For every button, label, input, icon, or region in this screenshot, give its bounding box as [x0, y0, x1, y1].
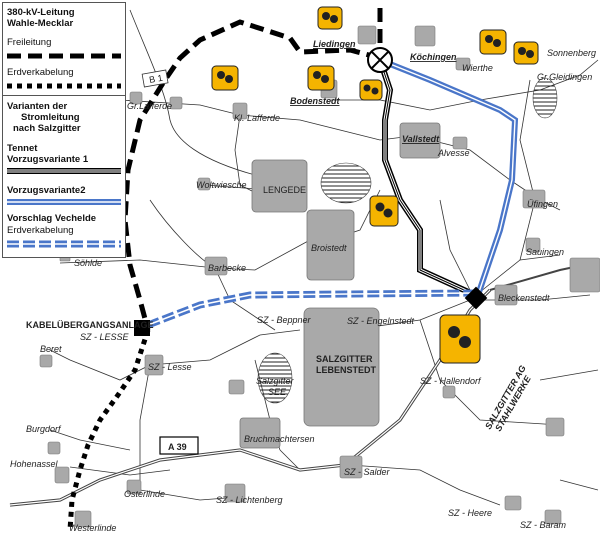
substation-icon: [367, 47, 393, 73]
label-koechingen: Köchingen: [410, 52, 457, 62]
label-woltwiesche: Woltwiesche: [196, 180, 247, 190]
town-vallstedt: [399, 122, 441, 159]
vorzugsvariante1-line: [377, 59, 477, 298]
legend-erdverkabelung: Erdverkabelung: [7, 67, 74, 78]
b1-label: B 1: [148, 73, 163, 85]
legend-title-line2: Wahle-Mecklar: [7, 18, 74, 29]
legend-vorzugsvariante1: Vorzugsvariante 1: [7, 154, 89, 165]
label-kabeluebergang: KABELÜBERGANGSANLAGE: [26, 320, 154, 330]
label-westerlinde: Westerlinde: [69, 523, 116, 533]
a39-label: A 39: [168, 442, 187, 452]
label-sonnenberg: Sonnenberg: [547, 48, 596, 58]
label-gr-lafferde: Gr.Lafferde: [127, 101, 172, 111]
label-wierthe: Wierthe: [462, 63, 493, 73]
label-burgdorf: Burgdorf: [26, 424, 62, 434]
label-broistedt: Broistedt: [311, 243, 347, 253]
label-sz-hallendorf: SZ - Hallendorf: [420, 376, 482, 386]
freileitung-line: [122, 19, 381, 331]
legend-divider: [3, 95, 125, 96]
legend-erdverkabelung2: Erdverkabelung: [7, 225, 74, 236]
label-sz-lichtenberg: SZ - Lichtenberg: [216, 495, 283, 505]
label-sauingen: Sauingen: [526, 247, 564, 257]
legend-vorschlag-swatch: [7, 240, 121, 248]
label-gr-gleidingen: Gr.Gleidingen: [537, 72, 592, 82]
label-sz-baram: SZ - Baram: [520, 520, 567, 530]
label-sz-beppner: SZ - Beppner: [257, 315, 312, 325]
erdverkabelung-line: [67, 329, 151, 531]
legend-varianten-line3: nach Salzgitter: [13, 123, 81, 134]
kabeluebergang-marker: [134, 320, 150, 336]
town-broistedt: [306, 209, 355, 281]
label-beret: Beret: [40, 344, 62, 354]
label-lengede: LENGEDE: [263, 185, 306, 195]
legend-vorzugsvariante2-swatch: [7, 199, 121, 205]
label-uefingen: Üfingen: [527, 199, 558, 209]
legend-freileitung-swatch: [7, 53, 121, 59]
legend-varianten-line1: Varianten der: [7, 101, 68, 112]
settlements: [39, 25, 600, 528]
b1-road-sign: B 1: [141, 69, 169, 88]
woodland-icon: [257, 77, 558, 404]
legend-tennet: Tennet: [7, 143, 38, 154]
label-see: SEE: [268, 387, 287, 397]
warning-icon: [211, 6, 539, 364]
label-alvesse: Alvesse: [437, 148, 470, 158]
label-bruchmachtersen: Bruchmachtersen: [244, 434, 315, 444]
label-sz-engelnstedt: SZ - Engelnstedt: [347, 316, 415, 326]
bleckenstedt-marker: [464, 286, 488, 310]
a39-road-sign: A 39: [159, 436, 199, 455]
label-soehlde: Söhlde: [74, 258, 102, 268]
label-liedingen: Liedingen: [313, 39, 356, 49]
label-kl-lafferde: Kl. Lafferde: [234, 113, 280, 123]
label-vallstedt: Vallstedt: [402, 134, 440, 144]
legend: 380-kV-Leitung Wahle-Mecklar Freileitung…: [2, 2, 126, 258]
town-salzgitter-lebenstedt: [303, 307, 380, 427]
label-osterlinde: Osterlinde: [124, 489, 165, 499]
label-salzgitter-see: Salzgitter: [256, 376, 295, 386]
label-bodenstedt: Bodenstedt: [290, 96, 341, 106]
label-kabel-sz-lesse: SZ - LESSE: [80, 332, 130, 342]
legend-vorzugsvariante2: Vorzugsvariante2: [7, 185, 86, 196]
town-lengede: [251, 159, 308, 213]
label-sz-heere: SZ - Heere: [448, 508, 492, 518]
label-bleckenstedt: Bleckenstedt: [498, 293, 550, 303]
legend-vorzugsvariante1-swatch: [7, 168, 121, 174]
legend-erdverkabelung-swatch: [7, 83, 121, 89]
legend-title-line1: 380-kV-Leitung: [7, 7, 75, 18]
vorschlag-vechelde-line: [146, 289, 479, 329]
label-hohenassel: Hohenassel: [10, 459, 59, 469]
label-barbecke: Barbecke: [208, 263, 246, 273]
vorzugsvariante2-line: [378, 57, 519, 296]
label-sz-lesse: SZ - Lesse: [148, 362, 192, 372]
town-bruchmachtersen: [239, 417, 281, 449]
legend-vorschlag: Vorschlag Vechelde: [7, 213, 97, 224]
legend-freileitung: Freileitung: [7, 37, 52, 48]
label-sz-salder: SZ - Salder: [344, 467, 391, 477]
legend-varianten-line2: Stromleitung: [21, 112, 80, 123]
label-lebenstedt: LEBENSTEDT: [316, 365, 377, 375]
label-salzgitter: SALZGITTER: [316, 354, 373, 364]
